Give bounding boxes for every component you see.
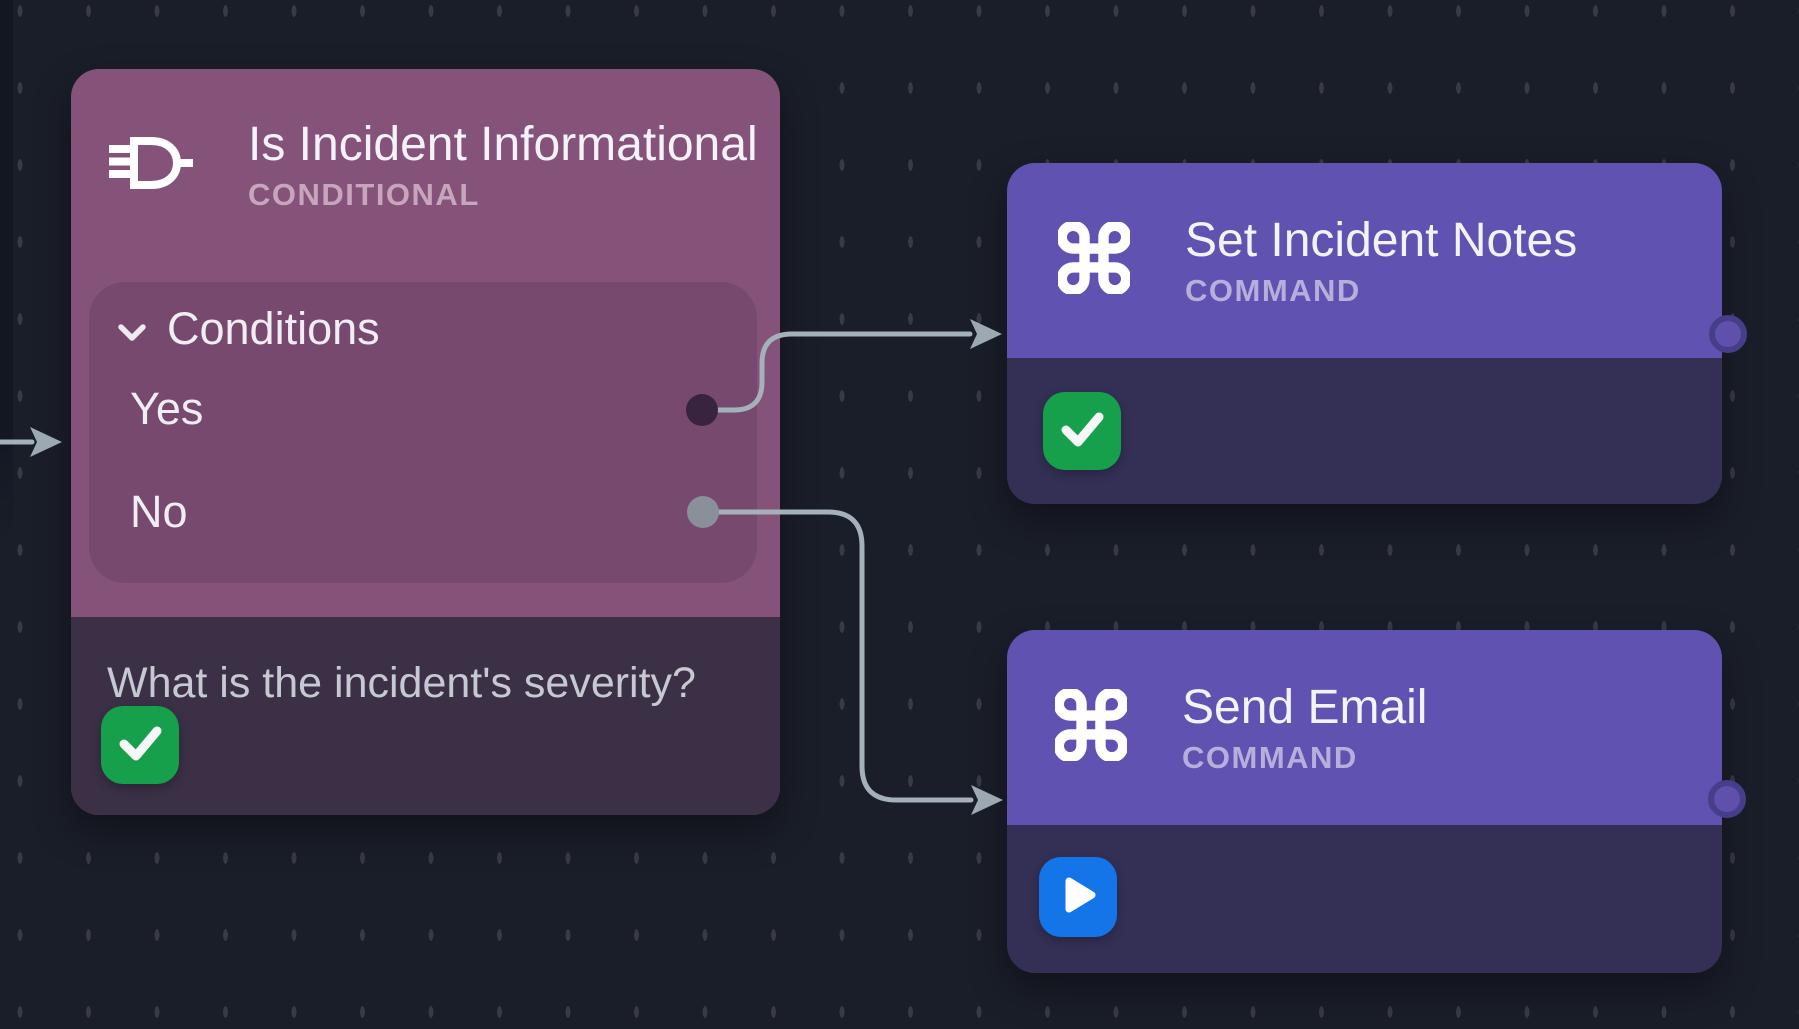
branch-label-yes: Yes <box>130 383 204 434</box>
status-badge-success <box>101 706 179 784</box>
node-type-label: COMMAND <box>1185 272 1361 308</box>
chevron-down-icon[interactable] <box>117 303 147 355</box>
conditions-toggle[interactable]: Conditions <box>117 302 380 356</box>
conditional-header: Is Incident Informational CONDITIONAL <box>108 69 758 261</box>
play-icon <box>1056 873 1100 922</box>
command-body <box>1007 358 1722 504</box>
command-header <box>1007 163 1722 358</box>
command-header-row: Send Email COMMAND <box>1053 630 1428 825</box>
conditions-label: Conditions <box>167 303 380 354</box>
branch-label-no: No <box>130 486 188 537</box>
command-header-row: Set Incident Notes COMMAND <box>1056 163 1578 358</box>
branch-row-yes[interactable]: Yes <box>130 383 203 435</box>
arrowhead-icon <box>970 319 1002 349</box>
node-type-label: COMMAND <box>1182 739 1358 775</box>
arrowhead-icon <box>30 427 62 457</box>
branch-row-no[interactable]: No <box>130 486 188 538</box>
conditions-panel: Conditions Yes No <box>89 282 757 583</box>
node-type-label: CONDITIONAL <box>248 177 480 212</box>
check-icon <box>115 723 165 768</box>
status-badge-success <box>1043 392 1121 470</box>
command-icon <box>1053 687 1129 766</box>
node-title: Is Incident Informational <box>248 118 758 171</box>
node-title: Set Incident Notes <box>1185 213 1578 267</box>
node-description: What is the incident's severity? <box>107 659 696 707</box>
conditional-body: What is the incident's severity? <box>71 617 780 815</box>
node-send-email[interactable]: Send Email COMMAND <box>1007 630 1722 973</box>
command-header <box>1007 630 1722 825</box>
command-icon <box>1056 220 1132 299</box>
logic-gate-icon <box>108 136 194 195</box>
offscreen-node-shadow <box>0 0 13 545</box>
node-conditional[interactable]: Is Incident Informational CONDITIONAL Co… <box>71 69 780 815</box>
node-set-incident-notes[interactable]: Set Incident Notes COMMAND <box>1007 163 1722 504</box>
check-icon <box>1057 409 1107 454</box>
arrowhead-icon <box>971 785 1003 815</box>
node-title: Send Email <box>1182 680 1428 734</box>
command-body <box>1007 825 1722 973</box>
run-button[interactable] <box>1039 857 1117 937</box>
